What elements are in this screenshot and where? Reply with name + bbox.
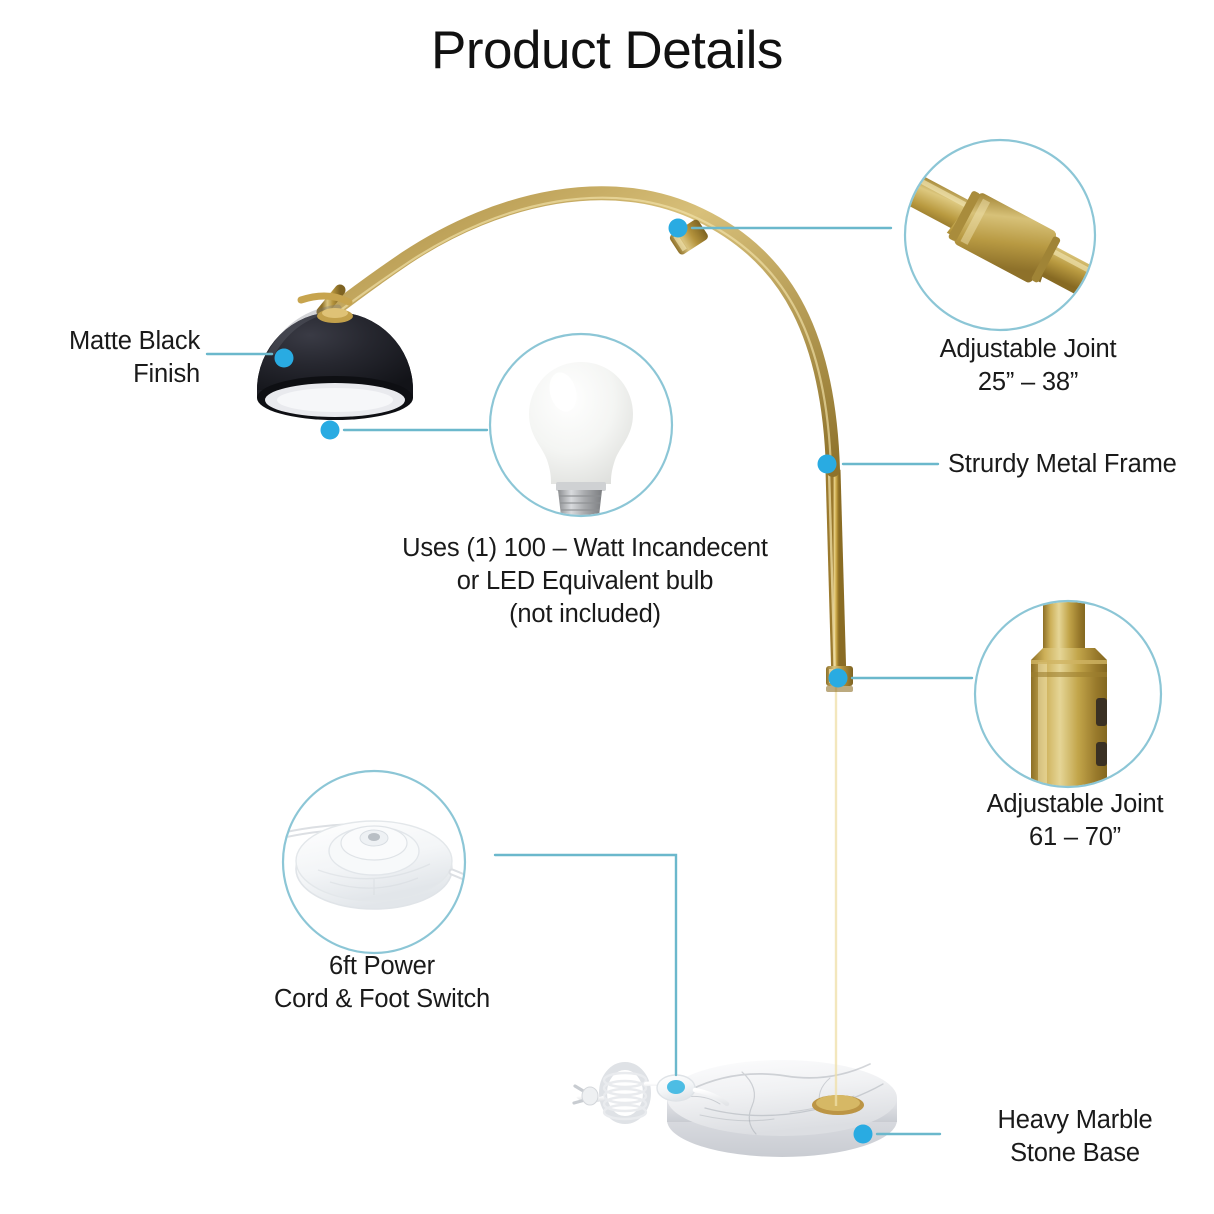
callout-heavy-marble-stone-base: Heavy Marble Stone Base — [997, 1106, 1153, 1168]
hotspot-joint-bottom — [828, 668, 848, 688]
adjustable-joint-bottom-detail — [973, 599, 1163, 789]
hotspot-shade-finish — [274, 348, 294, 368]
callout-matte-black-finish: Matte Black Finish — [68, 327, 200, 389]
brass-arc-pole — [297, 186, 853, 1106]
callout-adjustable-joint-bottom: Adjustable Joint 61 – 70” — [986, 790, 1164, 852]
callout-sturdy-metal-frame: Strurdy Metal Frame — [948, 450, 1177, 478]
hotspot-marble-base — [853, 1124, 873, 1144]
foot-switch-detail — [281, 769, 467, 955]
inline-foot-switch — [656, 1074, 696, 1102]
hotspot-dots — [274, 218, 873, 1144]
light-bulb-detail — [488, 332, 674, 518]
callout-adjustable-joint-top: Adjustable Joint 25” – 38” — [939, 335, 1117, 397]
connector-lines — [205, 226, 974, 1136]
adjustable-joint-top-detail — [903, 138, 1097, 332]
lamp-illustration — [257, 186, 897, 1157]
hotspot-shade-inner — [320, 420, 340, 440]
connector-foot-switch — [493, 853, 678, 1077]
page-title: Product Details — [431, 21, 783, 80]
power-cord-assembly — [572, 1062, 730, 1124]
callout-bulb-spec: Uses (1) 100 – Watt Incandecent or LED E… — [402, 534, 768, 629]
cord-plug — [572, 1084, 599, 1106]
callout-power-cord-foot-switch: 6ft Power Cord & Foot Switch — [273, 952, 491, 1014]
screw-base — [558, 490, 602, 515]
hotspot-joint-top — [668, 218, 688, 238]
hotspot-metal-frame — [817, 454, 837, 474]
dome-shade — [257, 304, 413, 420]
